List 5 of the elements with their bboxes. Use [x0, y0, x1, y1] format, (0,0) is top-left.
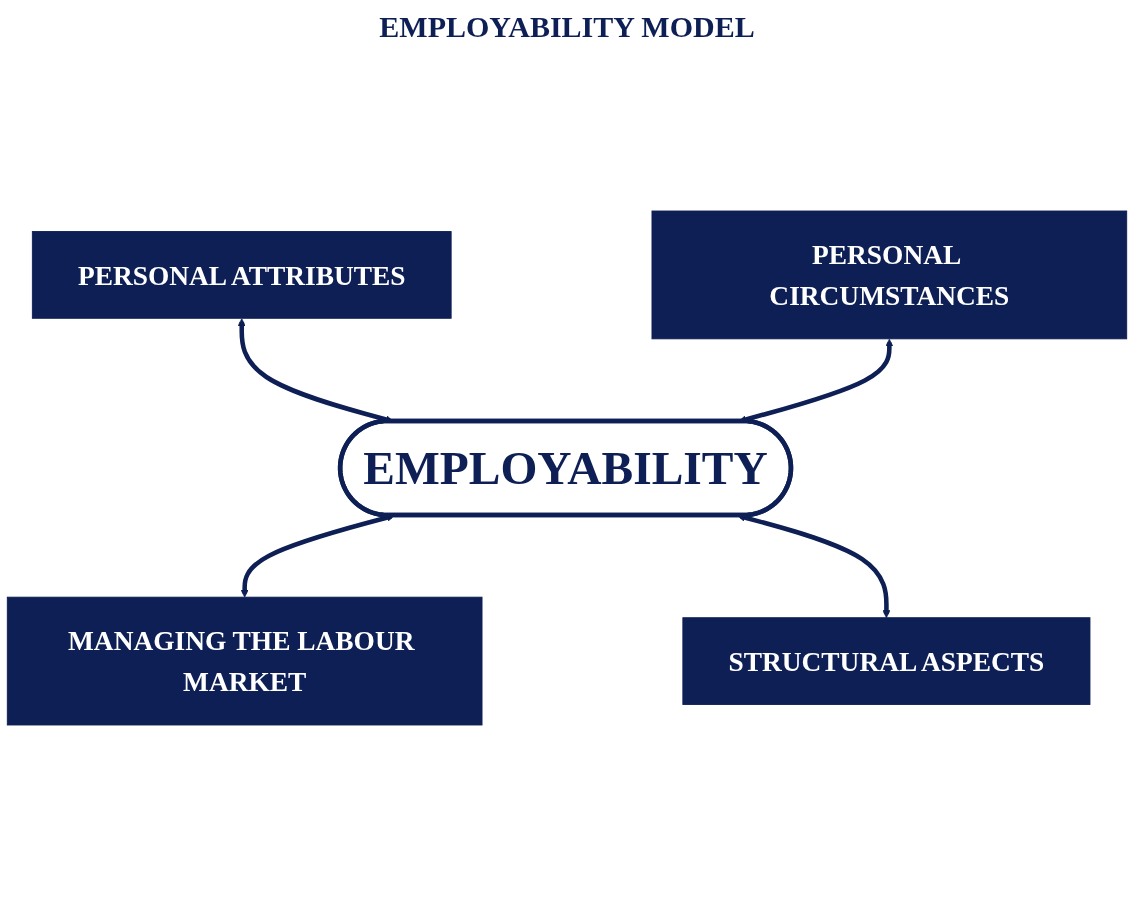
node-box: MANAGING THE LABOUR MARKET [6, 596, 483, 726]
node-box: PERSONAL ATTRIBUTES [31, 231, 452, 319]
node-box: STRUCTURAL ASPECTS [682, 617, 1091, 705]
diagram-title: EMPLOYABILITY MODEL [379, 10, 755, 44]
node-box: PERSONAL CIRCUMSTANCES [651, 210, 1128, 340]
